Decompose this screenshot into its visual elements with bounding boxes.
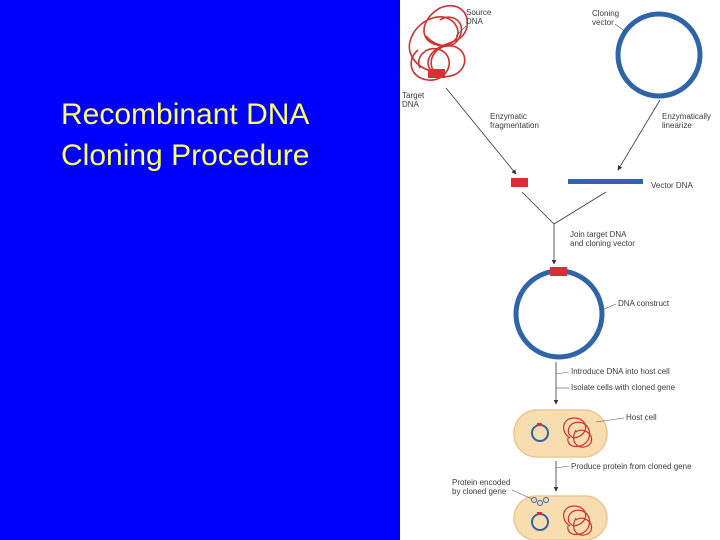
slide-title-line-2: Cloning Procedure — [61, 139, 310, 172]
cloning-vector-ring — [615, 11, 703, 99]
target-dna-label-2: DNA — [402, 100, 420, 109]
target-dna-block — [428, 69, 445, 78]
arrow-fragmentation — [445, 87, 517, 175]
cloning-vector-label-1: Cloning — [592, 9, 619, 18]
host-cell-2 — [513, 495, 608, 540]
produce-leader — [555, 465, 570, 469]
protein-label-1: Protein encoded — [452, 478, 510, 487]
introduce-leader — [555, 371, 570, 375]
linearize-label-2: linearize — [662, 121, 692, 130]
join-label-2: and cloning vector — [570, 239, 635, 248]
isolate-label: Isolate cells with cloned gene — [571, 383, 676, 392]
target-dna-label-1: Target — [402, 91, 425, 100]
fragmentation-label-1: Enzymatic — [490, 112, 527, 121]
source-dna-label-1: Source — [466, 8, 492, 17]
slide-title-line-1: Recombinant DNA — [61, 98, 310, 131]
dna-construct-leader — [601, 303, 617, 311]
source-dna-leader — [455, 25, 467, 37]
construct-insert — [550, 267, 567, 276]
produce-label: Produce protein from cloned gene — [571, 462, 692, 471]
cloning-diagram: Source DNA Target DNA Cloning vector Enz… — [402, 5, 711, 540]
cloning-vector-leader — [614, 23, 627, 33]
chromosome-tangle — [563, 417, 593, 448]
dna-construct-label: DNA construct — [618, 299, 670, 308]
cloning-vector-label-2: vector — [592, 18, 614, 27]
protein-label-2: by cloned gene — [452, 487, 507, 496]
source-dna-label-2: DNA — [466, 17, 484, 26]
host-cell-label: Host cell — [626, 413, 657, 422]
join-label-1: Join target DNA — [570, 230, 627, 239]
protein-leader — [511, 489, 533, 500]
target-dna-fragment — [511, 178, 528, 187]
vector-dna-strand — [568, 179, 643, 184]
slide-background: Recombinant DNA Cloning Procedure — [61, 94, 391, 176]
source-dna-tangle — [408, 5, 469, 81]
dna-construct-ring — [513, 268, 605, 360]
arrow-linearize — [617, 99, 661, 171]
host-cell-1 — [513, 409, 608, 458]
chromosome-tangle — [563, 505, 593, 536]
join-line-right — [553, 191, 607, 225]
introduce-label: Introduce DNA into host cell — [571, 367, 670, 376]
linearize-label-1: Enzymatically — [662, 112, 711, 121]
host-cell-leader — [595, 417, 625, 423]
join-line-left — [521, 191, 555, 225]
slide-title: Recombinant DNA Cloning Procedure — [61, 94, 391, 176]
cloning-diagram-panel: Source DNA Target DNA Cloning vector Enz… — [400, 0, 720, 540]
fragmentation-label-2: fragmentation — [490, 121, 539, 130]
vector-dna-label: Vector DNA — [651, 181, 693, 190]
protein-icon — [531, 497, 549, 506]
